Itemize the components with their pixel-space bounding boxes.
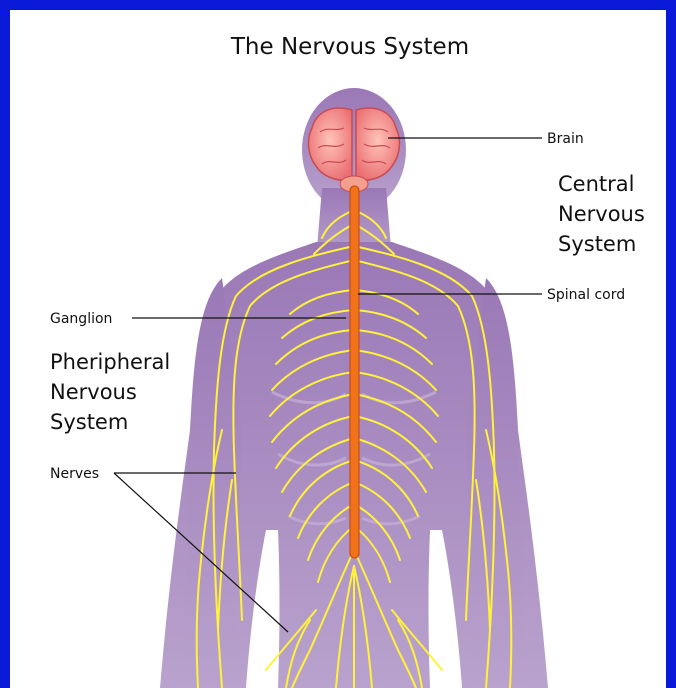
spinal-cord-label: Spinal cord: [547, 287, 625, 303]
cns-label: Central Nervous System: [558, 172, 645, 256]
cns-label-line-1: Central: [558, 172, 634, 196]
pns-label-line-3: System: [50, 410, 128, 434]
diagram-frame: The Nervous System: [10, 10, 666, 688]
pns-label: Pheripheral Nervous System: [50, 350, 170, 434]
cns-label-line-3: System: [558, 232, 636, 256]
pns-label-line-2: Nervous: [50, 380, 137, 404]
cns-label-line-2: Nervous: [558, 202, 645, 226]
spinal-cord: [350, 186, 359, 558]
nervous-system-diagram: The Nervous System: [10, 10, 666, 688]
pns-label-line-1: Pheripheral: [50, 350, 170, 374]
brain-label: Brain: [547, 131, 584, 147]
nerves-label: Nerves: [50, 466, 99, 482]
diagram-title: The Nervous System: [230, 34, 469, 60]
ganglion-label: Ganglion: [50, 311, 112, 327]
